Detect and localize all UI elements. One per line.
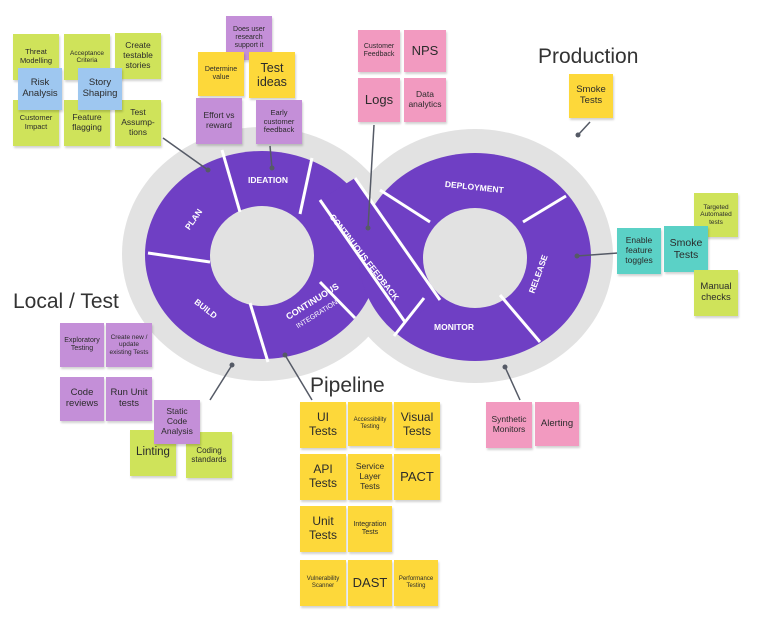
heading-pipeline: Pipeline — [310, 374, 385, 397]
connector-dot-pipeline — [282, 352, 288, 358]
note-determine-value[interactable]: Determine value — [198, 52, 244, 96]
note-test-assumptions[interactable]: Test Assump-tions — [115, 100, 161, 146]
divider-build-ci — [248, 302, 270, 363]
note-create-testable-stories[interactable]: Create testable stories — [115, 33, 161, 79]
note-smoke-tests-production[interactable]: Smoke Tests — [569, 74, 613, 118]
note-customer-feedback[interactable]: Customer Feedback — [358, 30, 400, 72]
note-integration-tests[interactable]: Integration Tests — [348, 506, 392, 552]
note-manual-checks[interactable]: Manual checks — [694, 270, 738, 316]
connector-plan — [162, 137, 209, 171]
crossing-band — [320, 178, 440, 322]
connector-feedback — [367, 124, 375, 229]
connector-monitor — [504, 366, 521, 401]
heading-local-test: Local / Test — [13, 290, 119, 313]
note-api-tests[interactable]: API Tests — [300, 454, 346, 500]
connector-dot-ideation — [269, 165, 275, 171]
note-effort-vs-reward[interactable]: Effort vs reward — [196, 98, 242, 144]
note-coding-standards[interactable]: Coding standards — [186, 432, 232, 478]
note-run-unit-tests[interactable]: Run Unit tests — [106, 377, 152, 421]
divider-ci-feedback — [318, 280, 357, 320]
connector-release — [576, 252, 619, 257]
connector-build — [209, 364, 233, 401]
divider-plan-build — [147, 251, 211, 264]
connector-dot-monitor — [502, 364, 508, 370]
note-pact[interactable]: PACT — [394, 454, 440, 500]
note-nps[interactable]: NPS — [404, 30, 446, 72]
segment-label-monitor: MONITOR — [434, 322, 474, 332]
note-early-customer-feedback[interactable]: Early customer feedback — [256, 100, 302, 144]
note-create-update-tests[interactable]: Create new / update existing Tests — [106, 323, 152, 367]
heading-production: Production — [538, 45, 639, 68]
divider-ideation-feedback — [298, 157, 314, 215]
note-ui-tests[interactable]: UI Tests — [300, 402, 346, 448]
connector-production — [577, 121, 591, 136]
connector-dot-release — [574, 253, 580, 259]
note-vulnerability-scanner[interactable]: Vulnerability Scanner — [300, 560, 346, 606]
connector-pipeline — [284, 354, 313, 401]
note-static-code-analysis[interactable]: Static Code Analysis — [154, 400, 200, 444]
divider-release-monitor — [498, 294, 542, 343]
connector-dot-production — [575, 132, 581, 138]
connector-dot-feedback — [365, 225, 371, 231]
connector-dot-plan — [205, 167, 211, 173]
note-story-shaping[interactable]: Story Shaping — [78, 68, 122, 110]
note-service-layer-tests[interactable]: Service Layer Tests — [348, 454, 392, 500]
divider-feedback-deploy — [379, 188, 431, 224]
note-unit-tests[interactable]: Unit Tests — [300, 506, 346, 552]
note-logs[interactable]: Logs — [358, 78, 400, 122]
note-alerting[interactable]: Alerting — [535, 402, 579, 446]
connector-dot-build — [229, 362, 235, 368]
segment-label-ideation: IDEATION — [248, 175, 288, 185]
note-code-reviews[interactable]: Code reviews — [60, 377, 104, 421]
note-data-analytics[interactable]: Data analytics — [404, 78, 446, 122]
note-enable-feature-toggles[interactable]: Enable feature toggles — [617, 228, 661, 274]
note-exploratory-testing[interactable]: Exploratory Testing — [60, 323, 104, 367]
note-dast[interactable]: DAST — [348, 560, 392, 606]
note-smoke-tests-release[interactable]: Smoke Tests — [664, 226, 708, 272]
note-performance-testing[interactable]: Performance Testing — [394, 560, 438, 606]
note-synthetic-monitors[interactable]: Synthetic Monitors — [486, 402, 532, 448]
divider-plan-ideation — [220, 149, 242, 213]
note-accessibility-testing[interactable]: Accessibility Testing — [348, 402, 392, 446]
divider-deploy-release — [522, 194, 567, 224]
note-risk-analysis[interactable]: Risk Analysis — [18, 68, 62, 110]
note-test-ideas[interactable]: Test ideas — [249, 52, 295, 98]
note-visual-tests[interactable]: Visual Tests — [394, 402, 440, 448]
connector-ideation — [269, 145, 273, 169]
divider-monitor-feedback — [392, 297, 426, 337]
